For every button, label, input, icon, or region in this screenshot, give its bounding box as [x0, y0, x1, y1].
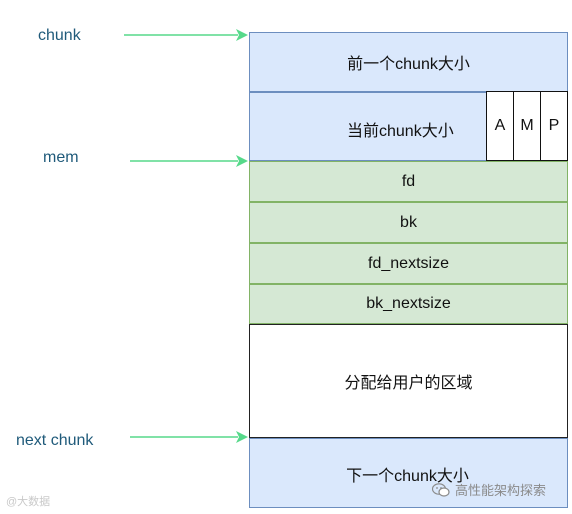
next-chunk-arrow [130, 431, 248, 443]
flag-m: M [513, 91, 541, 161]
mem-arrow [130, 155, 248, 167]
next-chunk-size-text: 下一个chunk大小 [346, 468, 469, 485]
chunk-label: chunk [38, 27, 81, 44]
right-watermark: 高性能架构探索 [432, 480, 546, 499]
wechat-icon [432, 482, 450, 497]
flag-p: P [540, 91, 568, 161]
fd-nextsize-block: fd_nextsize [249, 243, 568, 284]
right-watermark-text: 高性能架构探索 [455, 483, 547, 498]
fd-text: fd [401, 172, 416, 190]
next-chunk-label: next chunk [16, 432, 94, 449]
bk-text: bk [400, 213, 417, 231]
user-area-block: 分配给用户的区域 [249, 324, 568, 438]
user-area-text: 分配给用户的区域 [344, 375, 473, 392]
bk-block: bk [249, 202, 568, 243]
fd-nextsize-text: fd_nextsize [368, 254, 449, 272]
prev-chunk-size-text: 前一个chunk大小 [347, 56, 470, 73]
left-watermark: @大数据 [6, 496, 51, 508]
bk-nextsize-block: bk_nextsize [249, 284, 568, 324]
fd-block: fd [249, 161, 568, 202]
flag-a: A [486, 91, 514, 161]
chunk-arrow [124, 29, 248, 41]
cur-chunk-size-text: 当前chunk大小 [347, 123, 454, 140]
bk-nextsize-text: bk_nextsize [366, 295, 451, 312]
next-chunk-size-block: 下一个chunk大小 [249, 438, 568, 508]
prev-chunk-size-block: 前一个chunk大小 [249, 32, 568, 92]
mem-label: mem [43, 149, 79, 166]
